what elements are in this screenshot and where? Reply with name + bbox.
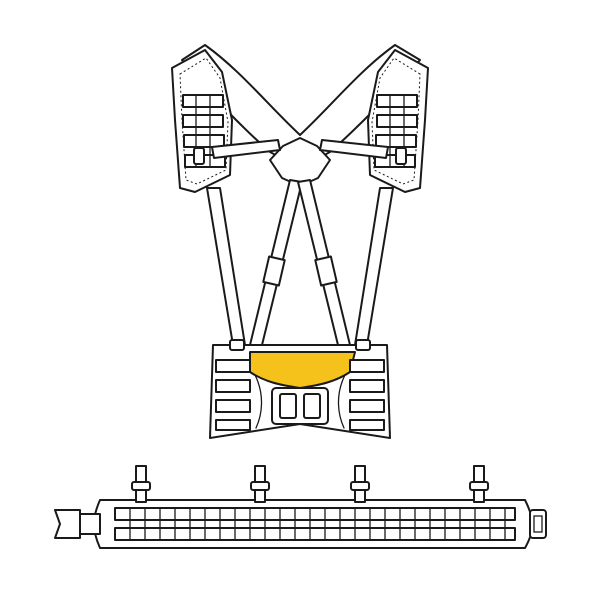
strap-slider-icon bbox=[314, 255, 338, 287]
strap-slider-icon bbox=[469, 465, 489, 503]
buckle-icon bbox=[529, 509, 547, 539]
strap-slider-icon bbox=[350, 465, 370, 503]
buckle-icon bbox=[54, 509, 81, 539]
harness-belt bbox=[209, 339, 391, 439]
buckle-icon bbox=[355, 339, 371, 351]
strap-slider-icon bbox=[250, 465, 270, 503]
belt-attachment-tabs bbox=[131, 465, 489, 503]
buckle-icon bbox=[271, 387, 329, 425]
left-shoulder-pad bbox=[171, 49, 281, 193]
back-center-patch bbox=[269, 137, 331, 187]
left-side-strap bbox=[206, 187, 246, 346]
buckle-icon bbox=[229, 339, 245, 351]
right-chest-strap bbox=[319, 139, 389, 159]
right-shoulder-pad bbox=[319, 49, 429, 193]
strap-slider-icon bbox=[193, 147, 205, 165]
molle-webbing-icon bbox=[215, 359, 385, 431]
left-chest-strap bbox=[211, 139, 281, 159]
molle-webbing-icon bbox=[129, 507, 506, 541]
strap-slider-icon bbox=[131, 465, 151, 503]
shoulder-yoke bbox=[181, 44, 421, 187]
strap-slider-icon bbox=[262, 255, 286, 287]
right-side-strap bbox=[354, 187, 394, 346]
strap-slider-icon bbox=[395, 147, 407, 165]
suspender-harness bbox=[171, 44, 429, 439]
molle-battle-belt bbox=[54, 465, 547, 549]
